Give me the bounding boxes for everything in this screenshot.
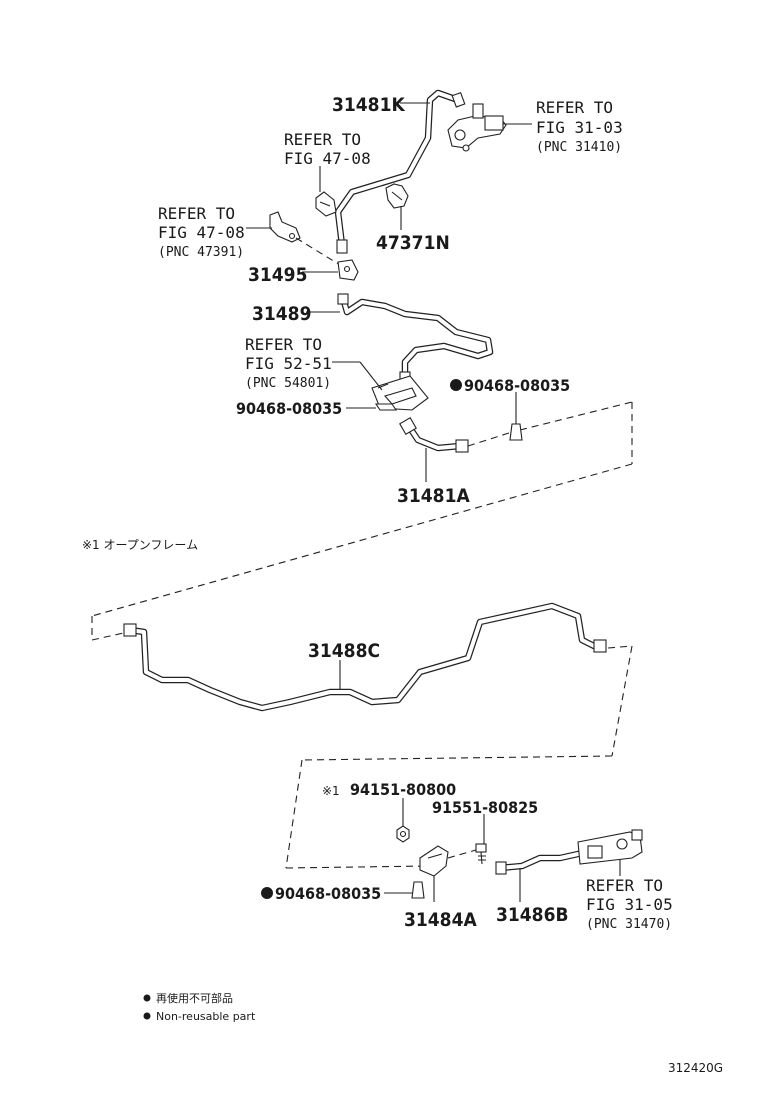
ref-4708b-line2: FIG 47-08 — [158, 223, 245, 242]
label-31484a: 31484A — [404, 909, 477, 931]
label-90468-b: 90468-08035 — [464, 376, 570, 395]
label-31481k: 31481K — [332, 94, 405, 116]
pipe-31489 — [337, 293, 494, 385]
legend-en: Non-reusable part — [156, 1010, 256, 1023]
ref-3105-line1: REFER TO — [586, 876, 663, 895]
clip-90468-c — [411, 881, 425, 899]
ref-5251-line2: FIG 52-51 — [245, 354, 332, 373]
label-90468-c: 90468-08035 — [275, 884, 381, 903]
ref-4708a-line1: REFER TO — [284, 130, 361, 149]
label-31488c: 31488C — [308, 640, 380, 662]
bracket-refer-4708 — [269, 211, 301, 243]
ref-4708b-line1: REFER TO — [158, 204, 235, 223]
label-47371n: 47371N — [376, 232, 450, 254]
ref-5251-line3: (PNC 54801) — [245, 376, 331, 391]
label-31495: 31495 — [248, 264, 307, 286]
figure-id: 312420G — [668, 1061, 723, 1075]
pipe-31481k — [334, 89, 466, 254]
bracket-31495 — [337, 259, 359, 281]
non-reusable-mark-a — [450, 379, 462, 391]
label-91551: 91551-80825 — [432, 798, 538, 817]
ref-3103-line3: (PNC 31410) — [536, 140, 622, 155]
label-94151: 94151-80800 — [350, 780, 456, 799]
clamp-47371n — [385, 183, 409, 209]
clutch-master-cylinder — [447, 103, 507, 152]
nut-94151 — [396, 825, 410, 843]
bracket-31484a — [419, 845, 449, 877]
bolt-91551 — [475, 843, 487, 865]
note-mark-1: ※1 — [322, 784, 340, 798]
ref-3103-line1: REFER TO — [536, 98, 613, 117]
legend-jp: 再使用不可部品 — [156, 991, 233, 1005]
label-31481a: 31481A — [397, 485, 470, 507]
label-31489: 31489 — [252, 303, 311, 325]
clip-90468-a — [374, 403, 398, 411]
non-reusable-mark-c — [261, 887, 273, 899]
ref-3105-line2: FIG 31-05 — [586, 895, 673, 914]
ref-4708a-line2: FIG 47-08 — [284, 149, 371, 168]
clamp-refer-4708 — [315, 191, 337, 217]
release-cylinder — [577, 829, 643, 865]
note-open-frame: ※1 オープンフレーム — [82, 538, 198, 552]
ref-5251-line1: REFER TO — [245, 335, 322, 354]
ref-4708b-line3: (PNC 47391) — [158, 245, 244, 260]
pipe-31488c — [123, 602, 607, 712]
legend-bullet-jp — [143, 994, 151, 1002]
clip-90468-b — [509, 423, 523, 441]
legend-bullet-en — [143, 1012, 151, 1020]
label-90468-a: 90468-08035 — [236, 399, 342, 418]
ref-3103-line2: FIG 31-03 — [536, 118, 623, 137]
hose-31481a — [399, 417, 469, 453]
label-31486b: 31486B — [496, 904, 569, 926]
ref-3105-line3: (PNC 31470) — [586, 917, 672, 932]
hose-31486b — [495, 850, 582, 875]
